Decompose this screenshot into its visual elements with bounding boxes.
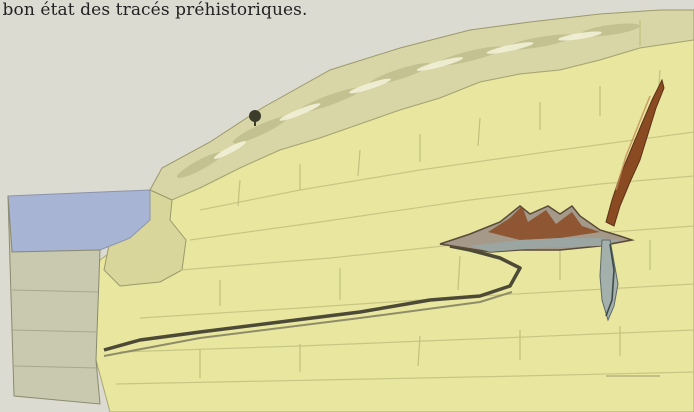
cave-block-diagram [0,0,694,412]
